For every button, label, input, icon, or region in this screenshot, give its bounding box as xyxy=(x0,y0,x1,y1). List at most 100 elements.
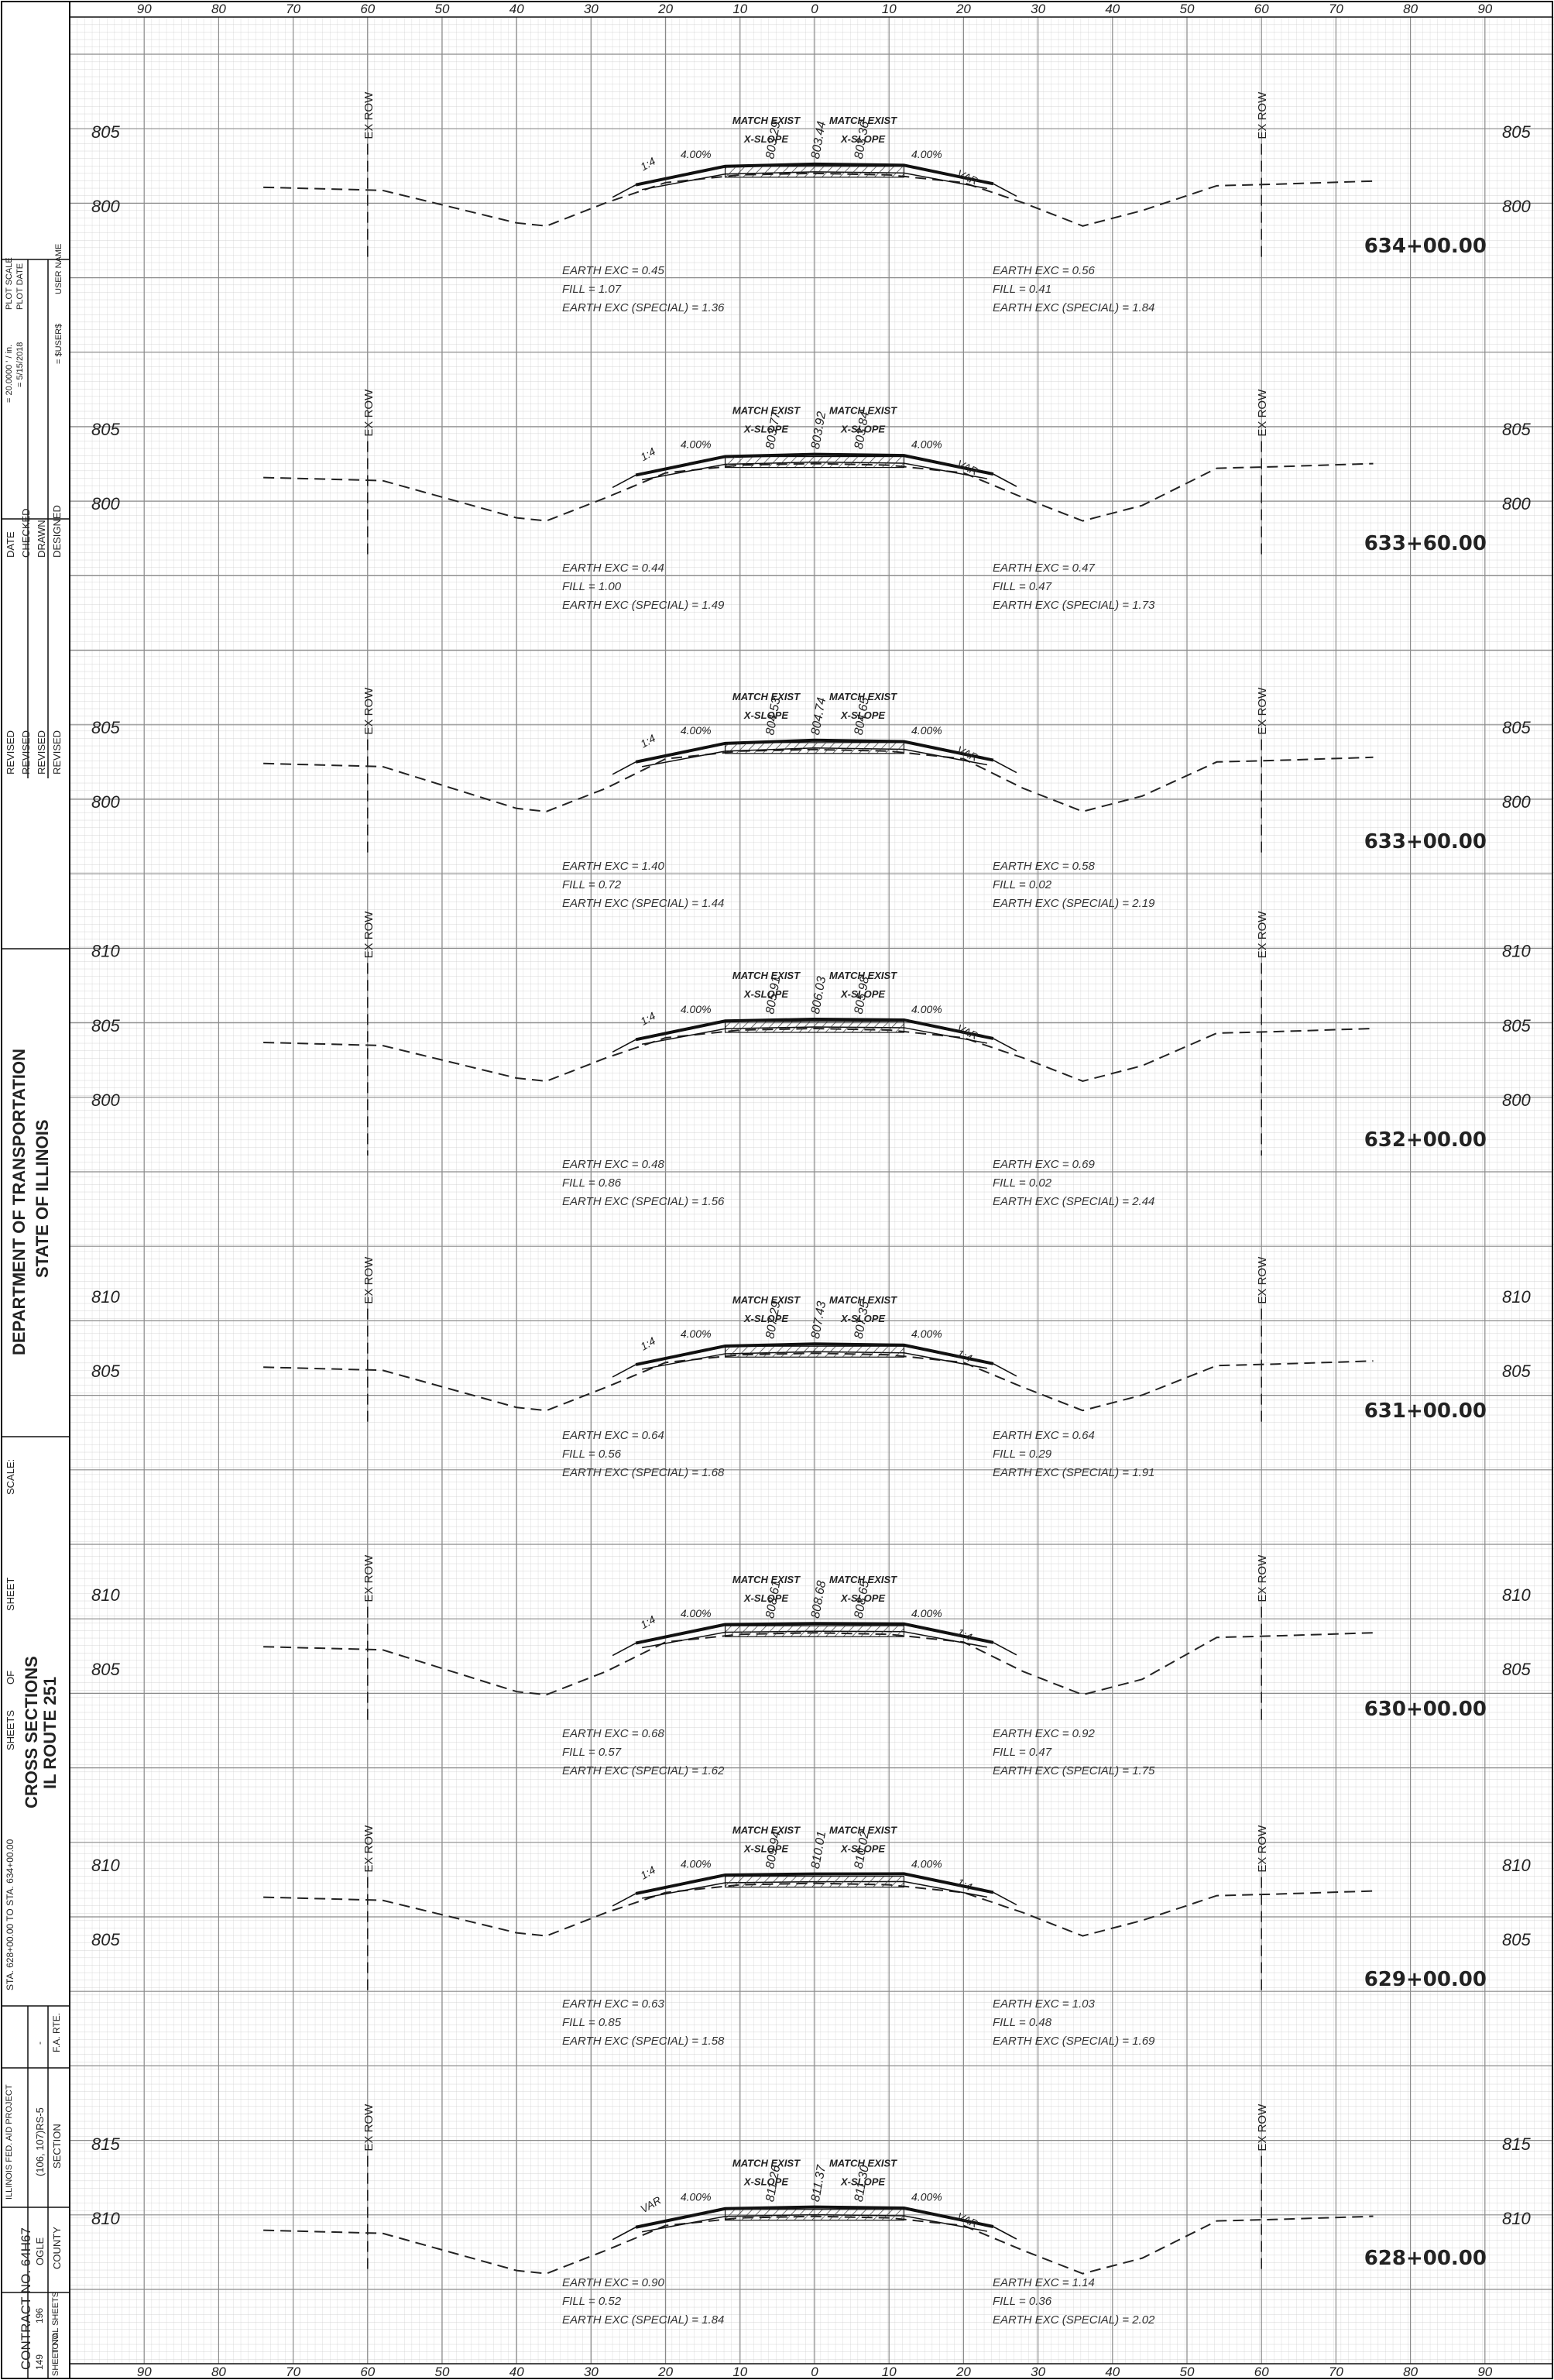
grid-background xyxy=(70,17,1554,2364)
fa-rte-value: - xyxy=(34,2042,45,2045)
offset-tick-label: 60 xyxy=(1254,2365,1269,2379)
revised-label-4: REVISED xyxy=(5,730,16,774)
elevation-label-right: 805 xyxy=(1502,1930,1531,1949)
earthwork-qty-right: EARTH EXC (SPECIAL) = 2.02 xyxy=(993,2313,1155,2327)
left-side-slope xyxy=(612,2227,636,2241)
user-name-label: USER NAME xyxy=(54,243,63,294)
ex-row-label: EX ROW xyxy=(1256,91,1269,139)
cross-slope-left: 4.00% xyxy=(681,1327,712,1340)
ex-row-label: EX ROW xyxy=(1256,389,1269,437)
ex-row-label: EX ROW xyxy=(362,1825,376,1873)
match-exist-label: MATCH EXIST xyxy=(829,970,897,981)
x-slope-label: X-SLOPE xyxy=(743,424,788,435)
left-side-slope xyxy=(612,184,636,198)
earthwork-qty-right: FILL = 0.48 xyxy=(993,2016,1052,2029)
station-label: 632+00.00 xyxy=(1364,1128,1487,1152)
proposed-pavement-top xyxy=(635,1622,994,1645)
offset-tick-label: 40 xyxy=(509,2365,524,2379)
offset-tick-label: 80 xyxy=(1403,2365,1418,2379)
sheet-no-label: SHEET NO. xyxy=(51,2330,60,2376)
earthwork-qty-left: FILL = 0.52 xyxy=(562,2295,622,2308)
agency-line-2: DEPARTMENT OF TRANSPORTATION xyxy=(9,1049,29,1355)
left-side-slope xyxy=(612,1642,636,1657)
elevation-label-right: 805 xyxy=(1502,718,1531,737)
revised-label-1: REVISED xyxy=(51,730,63,774)
x-slope-label: X-SLOPE xyxy=(840,1843,885,1855)
offset-tick-label: 50 xyxy=(435,2,450,16)
elevation-label-left: 800 xyxy=(91,494,120,513)
contract-label: CONTRACT NO. 64H67 xyxy=(19,2227,33,2370)
earthwork-qty-left: EARTH EXC (SPECIAL) = 1.62 xyxy=(562,1764,725,1777)
earthwork-qty-right: FILL = 0.41 xyxy=(993,283,1051,296)
station-label: 634+00.00 xyxy=(1364,235,1487,258)
offset-tick-label: 30 xyxy=(1031,2365,1045,2379)
cross-slope-right: 4.00% xyxy=(911,1858,942,1870)
match-exist-label: MATCH EXIST xyxy=(829,115,897,126)
right-slope-ratio: 1:4 xyxy=(955,1626,975,1643)
proposed-pavement-top xyxy=(635,2205,994,2229)
elevation-label-right: 800 xyxy=(1502,197,1531,216)
offset-tick-label: 50 xyxy=(1180,2,1195,16)
offset-tick-label: 60 xyxy=(360,2,375,16)
offset-tick-label: 60 xyxy=(1254,2,1269,16)
elevation-label-right: 800 xyxy=(1502,494,1531,513)
elevation-label-left: 805 xyxy=(91,1362,120,1381)
ex-row-label: EX ROW xyxy=(1256,2104,1269,2152)
elevation-label-left: 805 xyxy=(91,1660,120,1679)
earthwork-qty-right: FILL = 0.02 xyxy=(993,1176,1052,1190)
ex-row-label: EX ROW xyxy=(362,1554,376,1602)
proposed-pavement-top xyxy=(635,1017,994,1042)
offset-tick-label: 90 xyxy=(137,2,152,16)
earthwork-qty-left: EARTH EXC = 0.48 xyxy=(562,1158,665,1171)
x-slope-label: X-SLOPE xyxy=(840,424,885,435)
elevation-label-left: 800 xyxy=(91,197,120,216)
right-side-slope xyxy=(993,1363,1017,1377)
offset-tick-label: 50 xyxy=(435,2365,450,2379)
x-slope-label: X-SLOPE xyxy=(840,2176,885,2188)
offset-tick-label: 70 xyxy=(1329,2365,1343,2379)
ex-row-label: EX ROW xyxy=(1256,687,1269,735)
earthwork-qty-left: FILL = 1.07 xyxy=(562,283,622,296)
earthwork-qty-right: FILL = 0.36 xyxy=(993,2295,1052,2308)
cross-slope-left: 4.00% xyxy=(681,148,712,160)
title-block-lines xyxy=(2,259,70,2378)
earthwork-qty-left: EARTH EXC (SPECIAL) = 1.68 xyxy=(562,1466,725,1479)
right-side-slope xyxy=(993,1642,1017,1656)
left-side-slope xyxy=(612,1893,636,1907)
earthwork-qty-left: EARTH EXC (SPECIAL) = 1.36 xyxy=(562,301,725,314)
earthwork-qty-left: EARTH EXC = 0.64 xyxy=(562,1429,664,1442)
offset-tick-label: 80 xyxy=(211,2,226,16)
offset-tick-label: 20 xyxy=(955,2365,971,2379)
earthwork-qty-left: EARTH EXC (SPECIAL) = 1.44 xyxy=(562,897,724,910)
match-exist-label: MATCH EXIST xyxy=(829,2158,897,2169)
match-exist-label: MATCH EXIST xyxy=(829,1294,897,1306)
earthwork-qty-right: EARTH EXC = 0.47 xyxy=(993,562,1096,575)
proposed-pavement-top xyxy=(635,1342,994,1366)
offset-tick-label: 90 xyxy=(1477,2,1492,16)
plot-date-value: = 5/15/2018 xyxy=(15,342,25,387)
match-exist-label: MATCH EXIST xyxy=(732,2158,801,2169)
elevation-label-left: 810 xyxy=(91,2209,120,2228)
drawn-label: DRAWN xyxy=(36,520,47,558)
project-line-1: IL ROUTE 251 xyxy=(40,1676,60,1789)
station-label: 629+00.00 xyxy=(1364,1968,1487,1991)
elevation-label-right: 810 xyxy=(1502,1287,1531,1307)
elevation-label-right: 800 xyxy=(1502,792,1531,812)
earthwork-qty-right: EARTH EXC (SPECIAL) = 2.44 xyxy=(993,1195,1154,1208)
offset-tick-label: 30 xyxy=(1031,2,1045,16)
hatched-base-course xyxy=(724,1625,905,1637)
earthwork-qty-left: FILL = 0.57 xyxy=(562,1746,622,1759)
earthwork-qty-left: EARTH EXC (SPECIAL) = 1.84 xyxy=(562,2313,724,2327)
cross-slope-left: 4.00% xyxy=(681,1003,712,1015)
x-slope-label: X-SLOPE xyxy=(743,988,788,1000)
earthwork-qty-right: EARTH EXC (SPECIAL) = 2.19 xyxy=(993,897,1155,910)
offset-tick-label: 20 xyxy=(657,2,673,16)
offset-tick-label: 90 xyxy=(137,2365,152,2379)
elevation-label-right: 805 xyxy=(1502,1660,1531,1679)
x-slope-label: X-SLOPE xyxy=(743,1592,788,1604)
proposed-pavement-top xyxy=(635,1872,994,1895)
earthwork-qty-left: EARTH EXC (SPECIAL) = 1.49 xyxy=(562,599,725,612)
station-label: 628+00.00 xyxy=(1364,2247,1487,2270)
